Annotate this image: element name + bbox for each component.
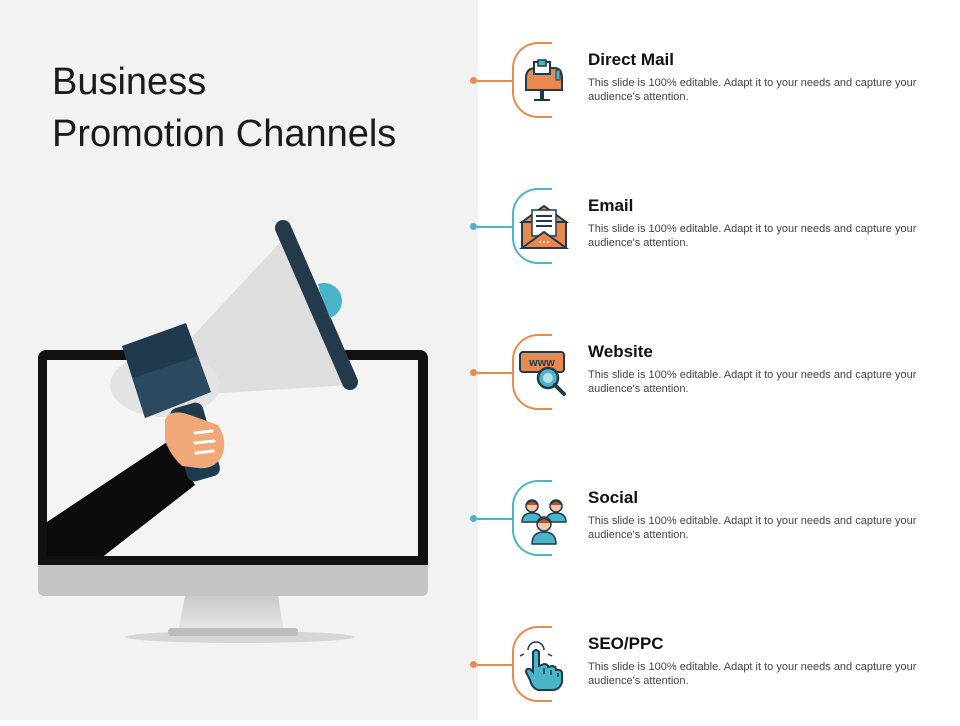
channel-description: This slide is 100% editable. Adapt it to… <box>588 369 917 395</box>
connector-dot <box>470 661 477 668</box>
bracket <box>512 480 552 556</box>
megaphone-speaker <box>318 282 343 318</box>
connector-dot <box>470 515 477 522</box>
slide-title: Business Promotion Channels <box>52 56 396 160</box>
bracket <box>512 42 552 118</box>
channel-item-direct-mail: Direct Mail This slide is 100% editable.… <box>0 42 960 142</box>
channel-item-social: Social This slide is 100% editable. Adap… <box>0 480 960 580</box>
channel-heading: SEO/PPC <box>588 634 664 653</box>
channel-description: This slide is 100% editable. Adapt it to… <box>588 661 917 687</box>
title-line-1: Business <box>52 61 207 103</box>
pointer-hand-icon <box>519 641 563 691</box>
megaphone-monitor-illustration <box>38 220 428 643</box>
bracket <box>512 334 552 410</box>
bracket <box>512 626 552 702</box>
title-line-2: Promotion Channels <box>52 113 397 155</box>
megaphone-rim <box>275 220 358 390</box>
channel-heading: Website <box>588 342 653 361</box>
connector-dot <box>470 77 477 84</box>
bracket <box>512 188 552 264</box>
channel-description: This slide is 100% editable. Adapt it to… <box>588 223 917 249</box>
connector-line <box>477 80 513 82</box>
channel-item-website: www Website This slide is 100% editable.… <box>0 334 960 434</box>
megaphone-cone <box>175 232 350 395</box>
connector-line <box>477 372 513 374</box>
channel-heading: Direct Mail <box>588 50 674 69</box>
connector-dot <box>470 223 477 230</box>
monitor-stand <box>178 596 284 632</box>
channel-item-seo-ppc: SEO/PPC This slide is 100% editable. Ada… <box>0 626 960 726</box>
envelope-icon <box>518 204 570 249</box>
channel-description: This slide is 100% editable. Adapt it to… <box>588 515 917 541</box>
channel-item-email: Email This slide is 100% editable. Adapt… <box>0 188 960 288</box>
www-icon-text: www <box>528 357 555 369</box>
channel-heading: Social <box>588 488 639 507</box>
connector-line <box>477 518 513 520</box>
monitor-base <box>168 628 298 636</box>
connector-line <box>477 226 513 228</box>
www-search-icon: www <box>519 351 566 396</box>
connector-line <box>477 664 513 666</box>
connector-dot <box>470 369 477 376</box>
arm-sleeve <box>47 440 195 556</box>
channel-heading: Email <box>588 196 634 215</box>
channel-description: This slide is 100% editable. Adapt it to… <box>588 77 917 103</box>
people-icon <box>521 499 567 545</box>
mailbox-icon <box>525 59 563 101</box>
hand <box>165 412 225 469</box>
